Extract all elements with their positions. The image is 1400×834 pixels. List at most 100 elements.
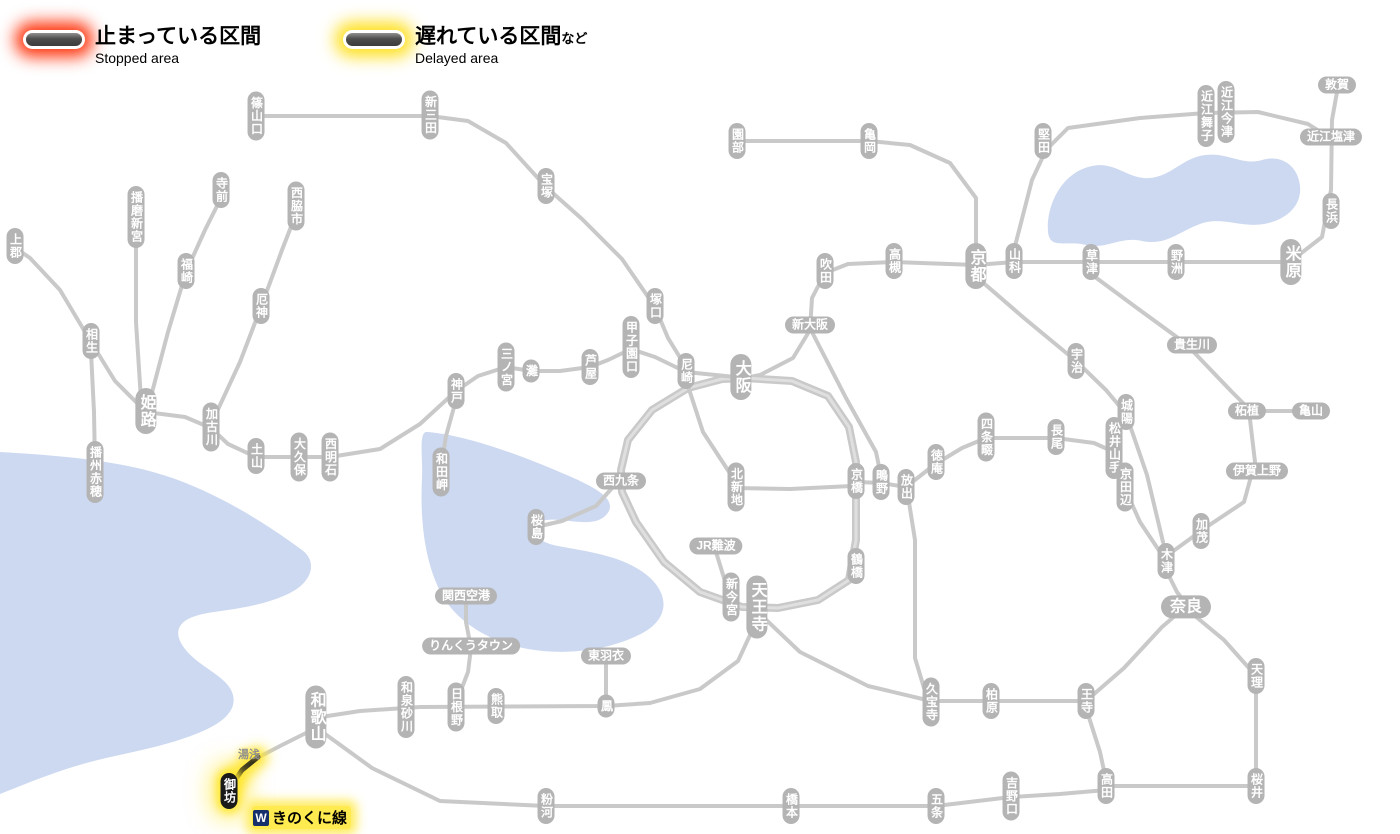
yumesaki-line	[534, 476, 623, 529]
station-pill: 北新地	[727, 462, 745, 512]
station-pill: 亀山	[1291, 402, 1331, 420]
station-pill: 四条畷	[977, 412, 995, 462]
nara-line	[978, 278, 1165, 544]
station-pill: 山科	[1005, 243, 1023, 279]
kishin-line	[134, 222, 143, 402]
station-pill: 吹田	[816, 253, 834, 289]
station-pill: 三ノ宮	[497, 342, 515, 392]
station-pill: 京都	[965, 243, 987, 289]
station-pill: 加茂	[1192, 513, 1210, 549]
manyo-mahoroba-line	[1104, 609, 1258, 788]
station-pill: 宇治	[1067, 343, 1085, 379]
legend-stopped-ja: 止まっている区間	[95, 25, 262, 48]
station-pill: 上郡	[6, 228, 24, 264]
water-body	[1047, 154, 1301, 247]
station-pill: 新三田	[421, 90, 439, 140]
legend-stopped-en: Stopped area	[95, 50, 180, 67]
station-pill: 敦賀	[1317, 76, 1357, 94]
legend-delayed-ja: 遅れている区間など	[415, 25, 588, 48]
jr-west-w-badge: W	[253, 809, 269, 826]
station-pill: 放出	[897, 469, 915, 505]
station-pill: 鶴橋	[847, 548, 865, 584]
fukuchiyama-line	[254, 114, 686, 366]
station-pill: 尼崎	[677, 353, 695, 389]
station-pill: 鳳	[597, 694, 615, 718]
station-pill: 松井山手	[1105, 417, 1123, 479]
station-pill: 堅田	[1034, 123, 1052, 159]
kosei-line	[1012, 110, 1332, 252]
station-pill: 大阪	[730, 354, 752, 400]
station-pill: 草津	[1082, 244, 1100, 280]
station-pill: 土山	[247, 438, 265, 474]
kinokuni-line-name: きのくに線	[272, 810, 348, 827]
station-pill: 亀岡	[860, 123, 878, 159]
station-pill: 粉河	[537, 788, 555, 824]
station-pill: 加古川	[202, 402, 220, 452]
station-pill: 厄神	[252, 288, 270, 324]
station-pill: 伊賀上野	[1225, 462, 1289, 480]
station-pill: 和泉砂川	[397, 676, 415, 738]
station-pill: 和歌山	[305, 685, 327, 749]
water-body	[0, 452, 312, 794]
station-pill: 鴫野	[872, 464, 890, 500]
station-pill: 篠山口	[247, 91, 265, 141]
station-pill: 柏原	[982, 683, 1000, 719]
station-pill: 久宝寺	[922, 677, 940, 727]
hokuriku-line	[1293, 90, 1339, 260]
station-pill: 芦屋	[581, 349, 599, 385]
station-pill: 王寺	[1077, 683, 1095, 719]
station-pill: 京田辺	[1116, 462, 1134, 512]
legend-delayed: 遅れている区間など Delayed area	[346, 24, 587, 66]
station-pill: 五条	[927, 788, 945, 824]
station-pill: JR難波	[689, 537, 743, 555]
station-pill: 西脇市	[287, 181, 305, 231]
station-pill: 天理	[1247, 658, 1265, 694]
station-pill: 西明石	[321, 432, 339, 482]
osaka-higashi-line-south	[906, 494, 932, 698]
station-pill: 新大阪	[784, 316, 836, 334]
osaka-loop-line-inner	[619, 376, 858, 610]
legend-delayed-en: Delayed area	[415, 50, 499, 67]
station-pill: 近江舞子	[1197, 85, 1215, 147]
station-pill: りんくうタウン	[422, 637, 520, 655]
station-pill: 灘	[522, 359, 540, 383]
station-pill: 長浜	[1322, 193, 1340, 229]
station-pill: 甲子園口	[622, 316, 640, 378]
station-pill: 野洲	[1167, 244, 1185, 280]
station-pill: 神戸	[447, 373, 465, 409]
station-pill: 高槻	[885, 243, 903, 279]
station-pill: 関西空港	[434, 587, 498, 605]
station-pill: 新今宮	[722, 572, 740, 622]
bantan-line	[148, 196, 223, 402]
station-pill: 大久保	[290, 432, 308, 482]
station-pill: 米原	[1280, 239, 1302, 285]
legend-delayed-ja-suffix: など	[561, 31, 588, 46]
yamatoji-line	[758, 607, 1185, 703]
station-pill: 木津	[1157, 543, 1175, 579]
kinokuni-line-label: W きのくに線	[252, 806, 352, 829]
station-pill: 橋本	[782, 788, 800, 824]
station-pill: 高田	[1097, 768, 1115, 804]
delayed-line-icon	[346, 33, 402, 46]
station-pill: 京橋	[847, 463, 865, 499]
station-pill: 園部	[728, 123, 746, 159]
station-pill: 長尾	[1047, 419, 1065, 455]
station-pill: 播州赤穂	[86, 441, 104, 503]
hanwa-line	[319, 618, 759, 719]
sanin-line	[735, 139, 978, 254]
station-pill: 寺前	[212, 172, 230, 208]
station-pill: 吉野口	[1002, 771, 1020, 821]
station-pill: 塚口	[646, 288, 664, 324]
station-pill: 桜井	[1247, 768, 1265, 804]
station-yuasa-label: 湯浅	[238, 749, 260, 761]
station-pill: 奈良	[1160, 595, 1212, 619]
kobe-sanyo-line	[12, 245, 747, 459]
station-pill: 宝塚	[537, 168, 555, 204]
station-pill: 日根野	[447, 682, 465, 732]
station-pill: 徳庵	[927, 444, 945, 480]
station-pill: 柘植	[1227, 402, 1267, 420]
station-pill: 西九条	[595, 472, 647, 490]
station-pill: 天王寺	[746, 575, 768, 639]
station-pill: 近江塩津	[1299, 128, 1363, 146]
